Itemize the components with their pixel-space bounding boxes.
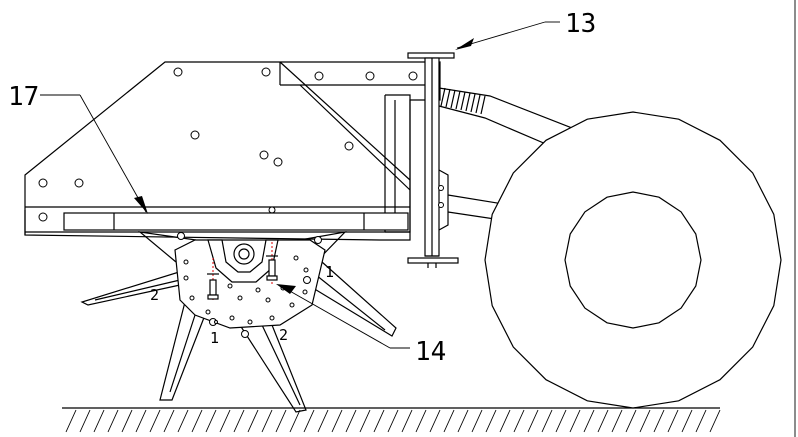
callout-17-label: 17 [8,82,39,112]
hatch-line [583,409,595,433]
spring-coils [440,87,486,115]
bar-17 [63,212,409,231]
hatch-line [135,409,147,433]
coil-line [445,88,451,108]
wheel [484,111,782,409]
rotor-hub [207,239,279,283]
hatch-line [611,409,623,433]
hatch-line [625,409,637,433]
tine-outline [159,297,206,401]
tine-outline [315,274,386,331]
hatch-line [345,409,357,433]
hatch-line [317,409,329,433]
wheel-hub [564,191,702,329]
coil-line [455,90,461,110]
hatch-line [653,409,665,433]
tine-outline [80,267,193,306]
callout-17: 17 [8,82,148,214]
coil-line [440,87,446,107]
hatch-line [387,409,399,433]
hatch-line [163,409,175,433]
callout-14: 14 [276,284,446,367]
tine-label-lower-left: 1 [210,329,219,347]
hatch-line [331,409,343,433]
hatch-line [401,409,413,433]
tine-label-lower-right: 2 [279,326,288,344]
hatch-line [149,409,161,433]
ground-hatching [65,409,721,433]
tine-outline [94,279,181,301]
tine-outline [307,261,397,337]
hatch-line [695,409,707,433]
hatch-line [247,409,259,433]
coil-line [480,95,486,115]
hatch-line [429,409,441,433]
hatch-line [359,409,371,433]
hatch-line [79,409,91,433]
coil-line [475,94,481,114]
hatch-line [527,409,539,433]
vertical-post-13 [407,52,459,268]
hatch-line [443,409,455,433]
hatch-line [219,409,231,433]
callout-14-label: 14 [415,337,446,367]
callout-13-label: 13 [565,9,596,39]
ground [62,407,721,433]
coil-line [450,89,456,109]
hatch-line [597,409,609,433]
hatch-line [513,409,525,433]
hatch-line [667,409,679,433]
tine-outline [169,311,197,393]
hatch-line [191,409,203,433]
hatch-line [415,409,427,433]
tine-outline [237,319,307,413]
hatch-line [107,409,119,433]
hatch-line [471,409,483,433]
coil-line [460,91,466,111]
hatch-line [373,409,385,433]
coil-line [465,92,471,112]
hatch-line [569,409,581,433]
hatch-line [709,409,721,433]
hatch-line [499,409,511,433]
coil-line [470,93,476,113]
hatch-line [681,409,693,433]
hatch-line [177,409,189,433]
housing-bolt-holes [38,67,418,222]
hatch-line [65,409,77,433]
bolt-right [266,242,278,285]
hatch-line [205,409,217,433]
hatch-line [457,409,469,433]
bolt-left [207,258,219,300]
hatch-line [275,409,287,433]
hatch-line [233,409,245,433]
tine-outline [299,231,347,263]
tine-label-left: 2 [150,286,159,304]
hatch-line [555,409,567,433]
rotor-tines [80,231,397,413]
hatch-line [303,409,315,433]
callout-13: 13 [455,9,596,50]
hatch-line [289,409,301,433]
hatch-line [261,409,273,433]
hatch-line [121,409,133,433]
hatch-line [485,409,497,433]
tine-outline [261,324,301,406]
hatch-line [541,409,553,433]
hatch-line [93,409,105,433]
tine-label-right: 1 [325,263,334,281]
hatch-line [639,409,651,433]
machine-housing [24,61,441,241]
